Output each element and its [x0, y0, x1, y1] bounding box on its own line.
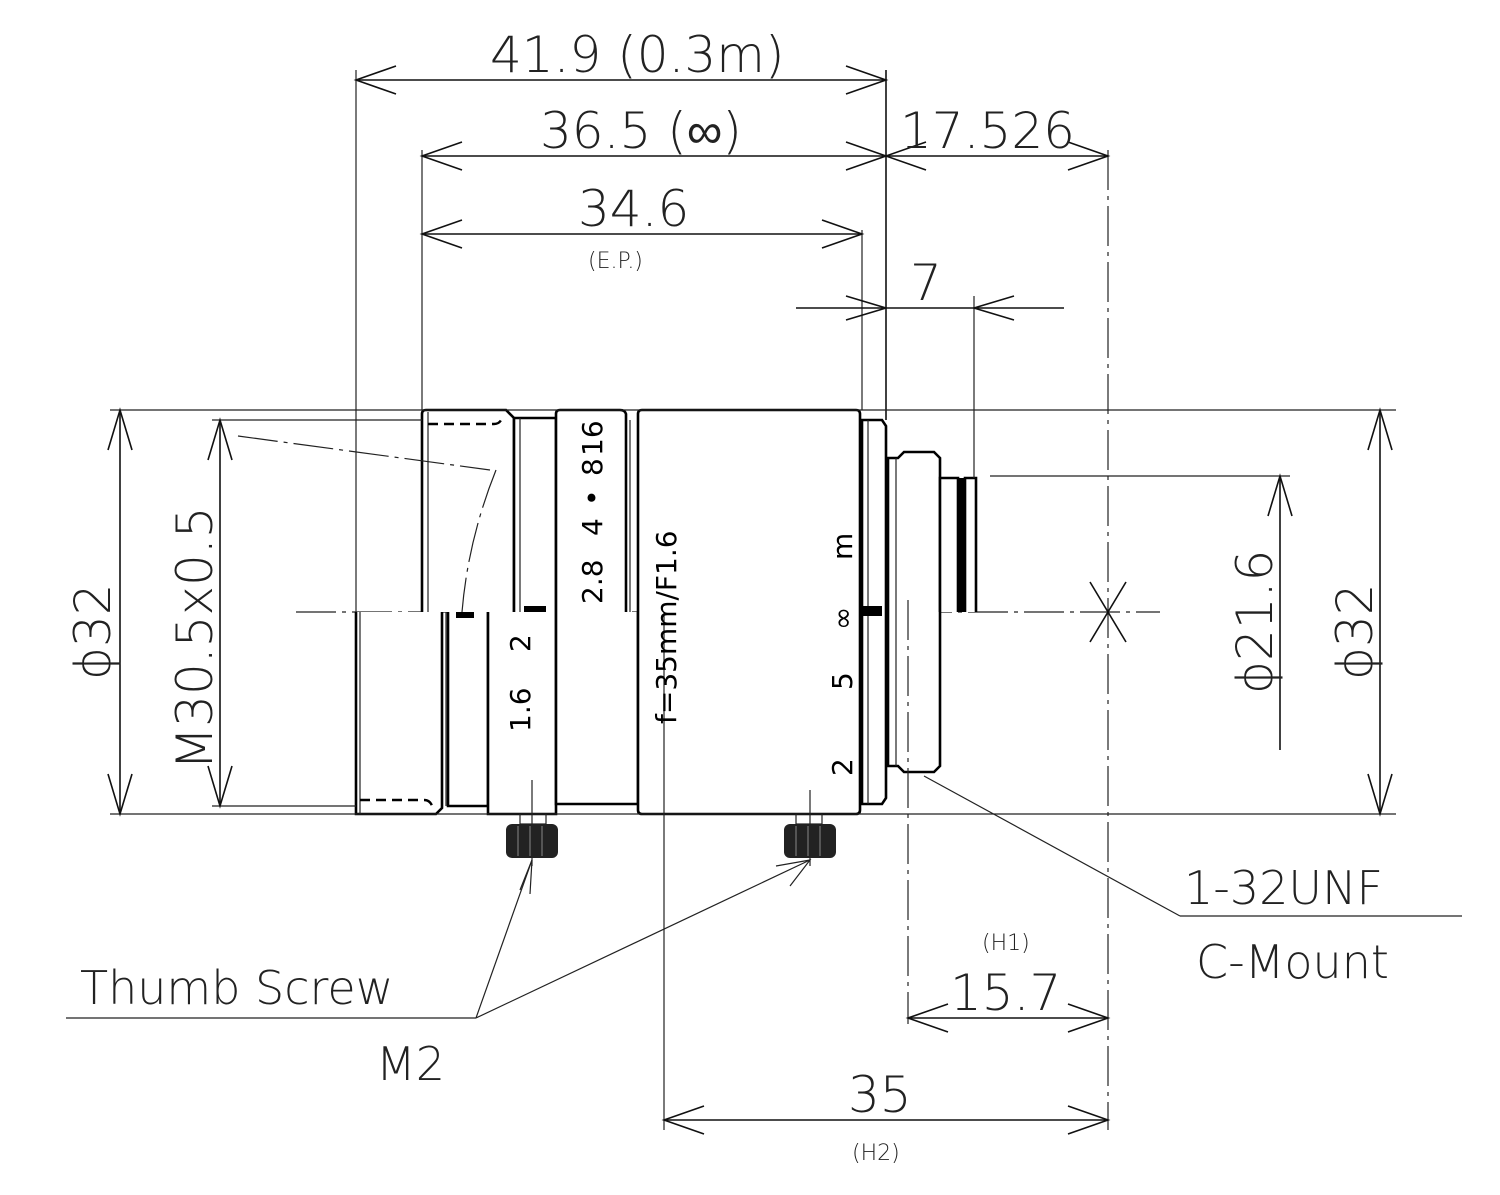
dim-filter-thread: M30.5x0.5	[166, 506, 224, 770]
callout-thumb-screw: Thumb Screw	[80, 961, 393, 1015]
lens-focal-marking: f=35mm/F1.6	[650, 530, 683, 724]
dim-ep-note: (E.P.)	[588, 249, 643, 274]
dimension-text: 41.9 (0.3m) 36.5 (∞) 17.526 34.6 (E.P.) …	[64, 26, 1389, 1166]
dim-h2-note: (H2)	[852, 1141, 900, 1166]
dim-back-focus: 17.526	[900, 102, 1075, 160]
callout-mount-type: C-Mount	[1196, 935, 1389, 989]
aperture-16: 16	[576, 420, 609, 456]
callout-mount-thread: 1-32UNF	[1184, 861, 1383, 915]
aperture-1-6: 1.6	[504, 687, 537, 732]
aperture-dot: •	[576, 489, 609, 506]
aperture-2: 2	[504, 634, 537, 652]
dimension-lines	[66, 65, 1462, 1135]
dim-mount-depth: 7	[910, 254, 942, 312]
lens-body-lower	[354, 606, 942, 816]
focus-inf: ∞	[826, 607, 859, 630]
aperture-8: 8	[576, 458, 609, 476]
dim-overall-03m: 41.9 (0.3m)	[490, 26, 784, 84]
dim-h2-value: 35	[848, 1066, 912, 1124]
focus-5: 5	[826, 672, 859, 690]
dim-h1-value: 15.7	[950, 964, 1061, 1022]
dim-h1-note: (H1)	[982, 931, 1030, 956]
lens-engravings: 2.8 4 • 8 16 2 1.6 f=35mm/F1.6 m ∞ 5 2	[504, 420, 859, 776]
dim-rear-dia: ϕ21.6	[1226, 550, 1284, 694]
lens-body	[296, 408, 1160, 613]
focus-2: 2	[826, 758, 859, 776]
dim-overall-inf: 36.5 (∞)	[540, 102, 742, 160]
dim-entrance-pupil: 34.6	[578, 180, 689, 238]
aperture-4: 4	[576, 518, 609, 536]
extension-lines	[110, 70, 1396, 1130]
thumb-screw-2	[784, 790, 836, 866]
aperture-2-8: 2.8	[576, 559, 609, 604]
dim-dia-left: ϕ32	[64, 583, 122, 680]
callout-thumb-screw-size: M2	[376, 1037, 445, 1091]
focus-unit-m: m	[826, 533, 859, 560]
dim-dia-right: ϕ32	[1326, 583, 1384, 680]
